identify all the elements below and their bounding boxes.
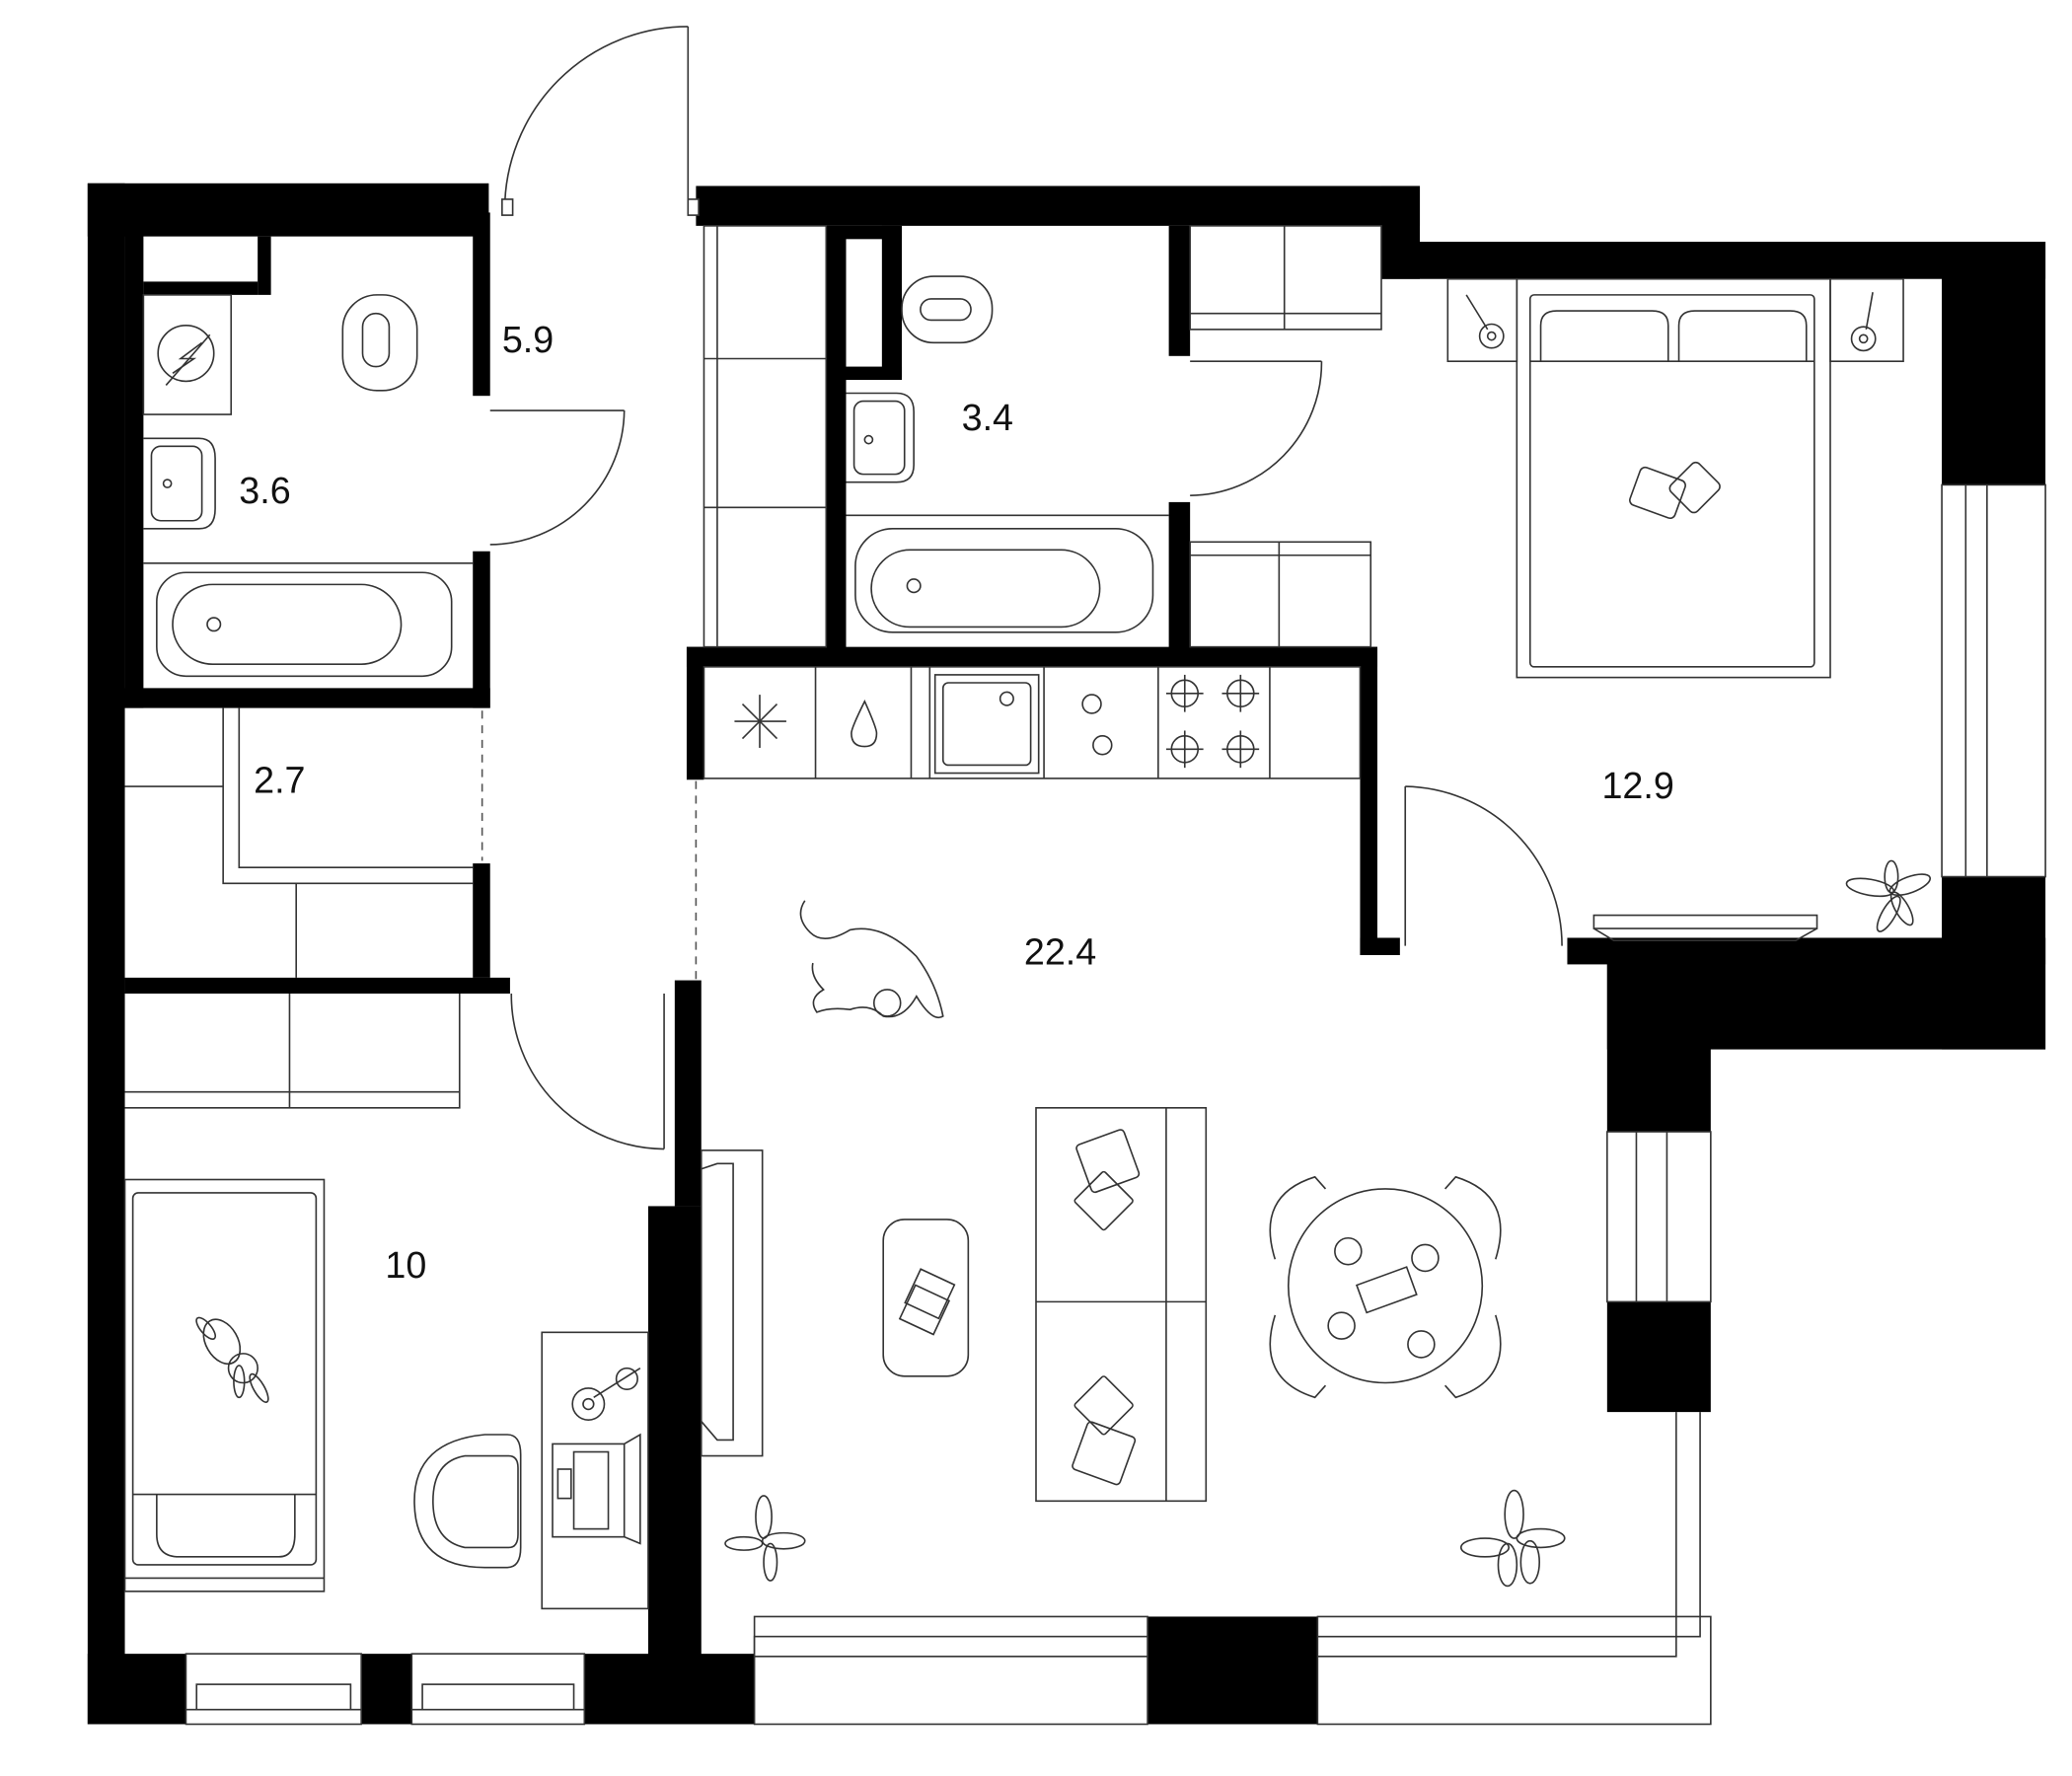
coffee-table [882, 1219, 970, 1377]
snowflake-icon [734, 695, 786, 748]
single-bed [123, 1178, 326, 1592]
nightstand [1446, 277, 1518, 363]
plant-icon [1459, 1489, 1566, 1588]
sink-icon [846, 392, 915, 483]
dining-table [1269, 1175, 1502, 1399]
nightstand [1829, 277, 1904, 363]
kitchen-counter [703, 666, 1362, 779]
plush-toy-icon [195, 1316, 269, 1403]
area-label-bathroom-2: 3.4 [962, 397, 1013, 438]
hallway-closets [703, 225, 1382, 648]
tv-stand [700, 1149, 764, 1457]
bathtub-icon [846, 514, 1169, 633]
living-room [700, 900, 1566, 1588]
toilet-icon [901, 275, 994, 344]
plant-icon [724, 1495, 806, 1582]
bathroom-1-door[interactable] [489, 409, 626, 546]
dog-icon [799, 900, 944, 1018]
walls [87, 183, 2046, 1725]
area-label-bedroom: 12.9 [1601, 765, 1673, 806]
water-drop-icon [851, 699, 878, 748]
bathtub-icon [143, 562, 474, 678]
plant-icon [1845, 859, 1932, 932]
area-label-living-kitchen: 22.4 [1024, 930, 1096, 972]
desk-chair-icon [413, 1434, 522, 1569]
area-label-wardrobe: 2.7 [254, 760, 305, 801]
sofa [1035, 1107, 1208, 1503]
dresser [1592, 914, 1818, 941]
faucet-icon [1081, 694, 1113, 756]
toilet-icon [341, 294, 418, 392]
kids-room-door[interactable] [510, 994, 665, 1150]
entrance-door[interactable] [501, 26, 700, 216]
area-labels: 3.6 5.9 2.7 3.4 12.9 22.4 10 [239, 319, 1674, 1286]
bedroom [1446, 277, 1932, 941]
bathroom-2 [846, 275, 1169, 633]
area-label-bathroom-1: 3.6 [239, 470, 290, 511]
doors [481, 26, 1563, 1150]
sink-icon [143, 437, 216, 530]
double-bed [1516, 277, 1831, 679]
laptop-icon [552, 1433, 641, 1545]
wardrobe [124, 707, 474, 978]
sink-icon [933, 674, 1040, 775]
stove-icon [1165, 674, 1260, 769]
area-label-hallway: 5.9 [502, 319, 554, 360]
washing-machine-icon [157, 325, 215, 386]
windows [185, 483, 2046, 1726]
bedroom-door[interactable] [1404, 785, 1563, 946]
desk [541, 1331, 649, 1610]
bathroom-2-door[interactable] [1190, 360, 1323, 496]
area-label-kids-room: 10 [385, 1244, 426, 1286]
bathroom-1 [142, 294, 474, 678]
kids-room [123, 994, 649, 1610]
